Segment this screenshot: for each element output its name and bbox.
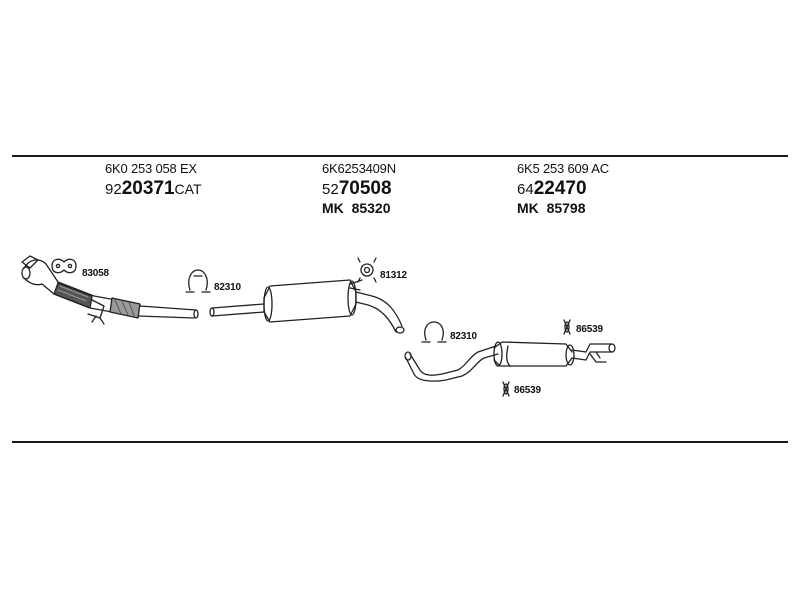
part-group-middle-silencer: 6K6253409N 5270508 MK 85320 <box>322 162 396 215</box>
part-number: 9220371CAT <box>105 178 202 199</box>
bottom-divider <box>12 441 788 443</box>
clamp-part-icon <box>421 321 447 343</box>
clamp-part-icon <box>185 269 211 293</box>
mk-number: MK 85320 <box>322 200 391 216</box>
top-divider <box>12 155 788 157</box>
part-label-gasket: 83058 <box>82 268 109 279</box>
part-label-clamp-front: 82310 <box>214 282 241 293</box>
mk-number: MK 85798 <box>517 200 586 216</box>
hanger-part-icon <box>563 319 571 335</box>
part-label-hanger-bottom: 86539 <box>514 385 541 396</box>
part-group-rear-silencer: 6K5 253 609 AC 6422470 MK 85798 <box>517 162 609 215</box>
gasket-part-icon <box>51 258 77 274</box>
u-bolt-clamp-part-icon <box>357 257 377 283</box>
hanger-part-icon <box>502 381 510 397</box>
part-label-hanger-top: 86539 <box>576 324 603 335</box>
part-number: 6422470 <box>517 178 587 199</box>
rear-silencer <box>404 341 616 382</box>
part-number: 5270508 <box>322 178 392 199</box>
part-group-catalytic-converter: 6K0 253 058 EX 9220371CAT <box>105 162 202 198</box>
part-label-clamp-rear: 82310 <box>450 331 477 342</box>
oem-number: 6K6253409N <box>322 161 396 176</box>
part-label-clamp-mid: 81312 <box>380 270 407 281</box>
middle-silencer <box>209 279 405 334</box>
oem-number: 6K5 253 609 AC <box>517 161 609 176</box>
oem-number: 6K0 253 058 EX <box>105 161 197 176</box>
front-pipe-catalytic-converter <box>21 255 199 325</box>
